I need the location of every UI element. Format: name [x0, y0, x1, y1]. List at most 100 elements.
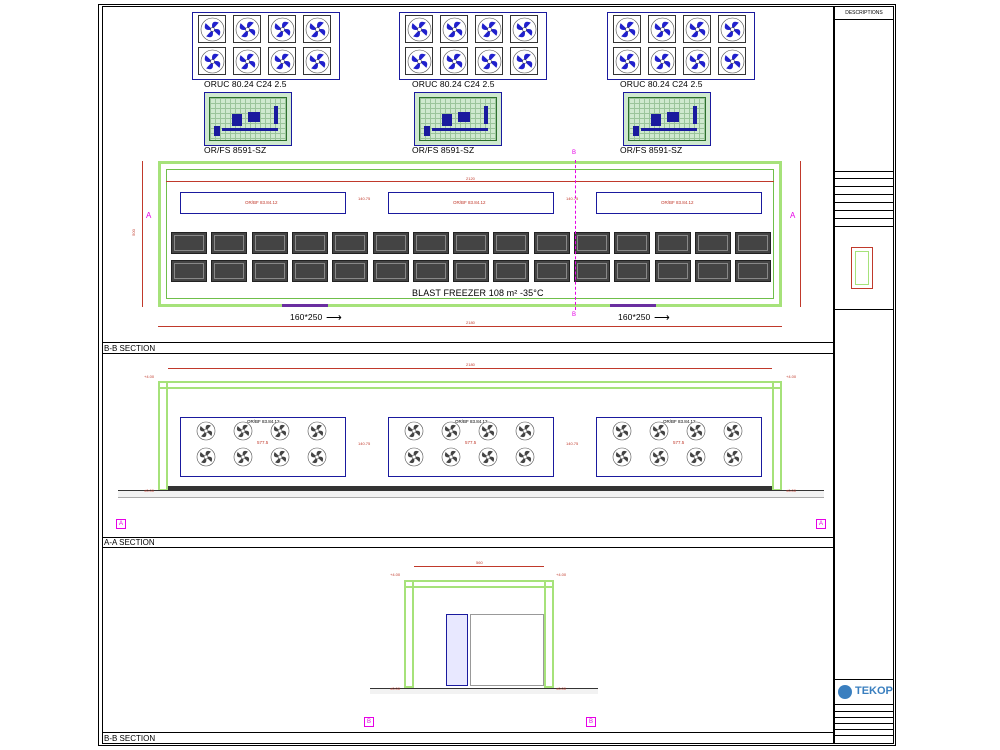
condenser-fan-icon	[718, 15, 746, 43]
compressor-part	[424, 126, 430, 136]
plan-crate	[574, 260, 610, 282]
condenser-fan-icon	[405, 47, 433, 75]
section-gap-dim-1: 140.75	[358, 441, 371, 446]
condenser-fan-icon	[440, 15, 468, 43]
condenser-fan-icon	[198, 47, 226, 75]
evaporator-fan-icon	[649, 421, 671, 443]
plan-cut-line	[575, 160, 576, 310]
plan-crate	[735, 260, 772, 282]
evaporator-fan-icon	[515, 421, 537, 443]
condenser-fan-icon	[683, 15, 711, 43]
plan-crate	[211, 260, 248, 282]
section-fan-dim-3: 577.5	[673, 440, 685, 445]
evaporator-fan-icon	[441, 447, 463, 469]
evaporator-fan-icon	[196, 447, 218, 469]
evaporator-fan-icon	[686, 421, 708, 443]
bb-floor	[370, 688, 598, 694]
bb-marker-right: B	[586, 717, 596, 727]
evaporator-fan-icon	[612, 421, 634, 443]
section-label-bb-top: B-B SECTION	[104, 344, 156, 353]
condenser-fan-icon	[475, 47, 503, 75]
bb-wall-right	[544, 580, 554, 688]
plan-height-dim: 500	[130, 229, 136, 236]
condenser-label-2: ORUC 80.24 C24 2.5	[412, 79, 495, 89]
evaporator-fan-icon	[270, 421, 292, 443]
condenser-label-3: ORUC 80.24 C24 2.5	[620, 79, 703, 89]
section-label-aa: A-A SECTION	[104, 538, 155, 547]
plan-crate	[171, 260, 207, 282]
compressor-part	[651, 114, 661, 126]
plan-crate	[574, 232, 610, 254]
section-marker-a-right: A	[816, 519, 826, 529]
condenser-fan-icon	[268, 15, 296, 43]
divider-4	[102, 547, 834, 548]
section-floor-level: ±0.00	[144, 488, 154, 493]
section-floor-level-right: ±0.00	[786, 488, 796, 493]
plan-marker-a-left: A	[146, 211, 152, 220]
evaporator-fan-icon	[307, 421, 329, 443]
section-evaporator-label-2: OR/BF 83.84.12	[455, 419, 488, 424]
condenser-fan-icon	[268, 47, 296, 75]
plan-room-walls	[158, 161, 782, 307]
plan-evaporator-1: OR/BF 83.84.12	[180, 192, 346, 214]
plan-crate	[735, 232, 772, 254]
plan-crate	[694, 232, 731, 254]
compressor-part	[432, 128, 488, 131]
plan-crate	[332, 260, 369, 282]
bb-width-dim: 560	[476, 560, 483, 565]
compressor-part	[232, 114, 242, 126]
evaporator-fan-icon	[270, 447, 292, 469]
plan-crate	[332, 232, 369, 254]
plan-crate	[412, 232, 449, 254]
compressor-part	[274, 106, 278, 124]
section-wall-right	[772, 381, 782, 491]
section-roof	[158, 381, 782, 389]
compressor-part	[633, 126, 639, 136]
section-fan-dim-1: 577.5	[257, 440, 269, 445]
plan-crate	[412, 260, 449, 282]
condenser-fan-icon	[233, 47, 261, 75]
plan-crate	[372, 232, 409, 254]
company-logo-icon	[838, 685, 852, 699]
condenser-fan-icon	[440, 47, 468, 75]
condenser-fan-icon	[613, 47, 641, 75]
plan-gap-dim-1: 140.75	[358, 196, 371, 201]
section-right-level: +4.00	[786, 374, 797, 379]
divider-2	[102, 353, 834, 354]
plan-evaporator-label-1: OR/BF 83.84.12	[245, 200, 278, 205]
plan-crate	[171, 232, 207, 254]
plan-crate	[533, 260, 570, 282]
title-rows	[835, 705, 893, 745]
door-left	[282, 304, 328, 307]
plan-crate	[694, 260, 731, 282]
evaporator-fan-icon	[404, 447, 426, 469]
evaporator-fan-icon	[233, 447, 255, 469]
plan-evaporator-label-3: OR/BF 83.84.12	[661, 200, 694, 205]
plan-room-label: BLAST FREEZER 108 m² -35°C	[412, 288, 544, 298]
section-dim-line-top	[168, 368, 772, 369]
plan-crate	[493, 232, 530, 254]
company-name: TEKOP	[855, 685, 893, 697]
condenser-fan-icon	[718, 47, 746, 75]
evaporator-fan-icon	[612, 447, 634, 469]
plan-crate	[291, 260, 328, 282]
door-right-arrow: ⟶	[654, 312, 670, 324]
compressor-part	[641, 128, 697, 131]
plan-evaporator-3: OR/BF 83.84.12	[596, 192, 762, 214]
condenser-fan-icon	[303, 47, 331, 75]
unit-label-2: OR/FS 8591-SZ	[412, 145, 475, 155]
plan-dim-line-right	[800, 161, 801, 307]
condenser-fan-icon	[475, 15, 503, 43]
plan-dim-line-bottom	[158, 326, 782, 327]
compressor-part	[693, 106, 697, 124]
plan-marker-b-bottom: B	[572, 312, 577, 318]
evaporator-fan-icon	[649, 447, 671, 469]
unit-label-3: OR/FS 8591-SZ	[620, 145, 683, 155]
section-evaporator-label-1: OR/BF 83.84.12	[247, 419, 280, 424]
compressor-part	[222, 128, 278, 131]
plan-marker-b-top: B	[572, 150, 577, 156]
bb-left-level: +4.00	[390, 572, 401, 577]
evaporator-fan-icon	[404, 421, 426, 443]
evaporator-fan-icon	[686, 447, 708, 469]
evaporator-fan-icon	[441, 421, 463, 443]
